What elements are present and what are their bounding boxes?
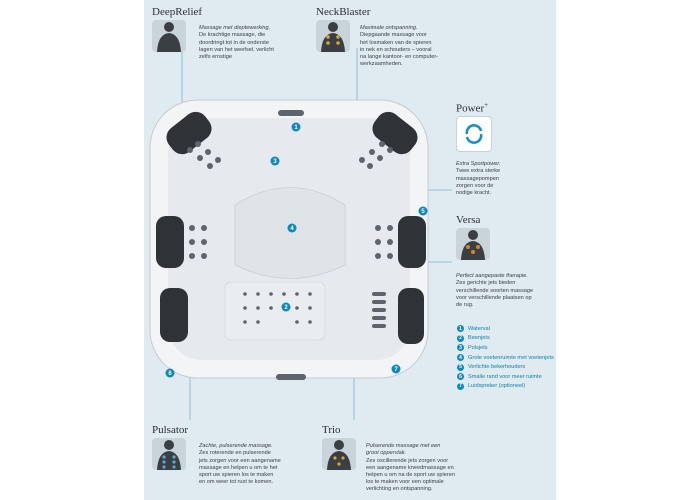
power-title-text: Power [456,102,485,115]
tub-marker-3: 3 [273,159,277,165]
versa-description: Perfect aangepaste therapie. Zes gericht… [456,266,556,309]
deeprelief-lead: Massage met dieptewerking. [199,25,271,32]
pulsator-description: Zachte, pulserende massage. Zes roterend… [199,436,311,486]
trio-back-icon [322,438,356,470]
power-lead: Extra Sportpower. [456,161,501,168]
legend-label: Waterval [468,325,490,332]
legend-label: Beenjets [468,335,490,342]
footwell [234,187,346,279]
deeprelief-text: De krachtige massage, die doordringt tot… [199,32,274,61]
neckblaster-lead: Maximale ontspanning. [360,25,418,32]
tub-marker-4: 4 [290,226,294,232]
legend-number: 7 [457,382,464,390]
versa-back-icon [456,228,490,260]
legend-item: 4 Grote voetenruimte met voetenjets [457,353,557,363]
pulsator-back-icon [152,438,186,470]
trio-lead: Pulserende massage met een groot oppervl… [366,443,441,457]
tub-marker-2: 2 [284,305,288,311]
neckblaster-title: NeckBlaster [316,6,371,18]
lounger-seat [224,281,326,341]
legend-number: 4 [457,354,464,362]
power-text: Twee extra sterke massagepompen zorgen v… [456,168,501,197]
legend-item: 5 Verlichte bekerhouders [457,362,557,372]
deeprelief-back-icon [152,20,186,52]
neckblaster-back-icon [316,20,350,52]
tub-marker-6: 6 [168,371,172,377]
deeprelief-title: DeepRelief [152,6,203,18]
power-title: Power+ [456,101,488,115]
versa-text: Zes gerichte jets bieden verschillende s… [456,280,534,309]
feature-legend: 1 Waterval 2 Beenjets 3 Polsjets 4 Grote voe… [457,324,557,391]
pulsator-title: Pulsator [152,424,189,436]
power-description: Extra Sportpower. Twee extra sterke mass… [456,154,526,197]
tub-marker-7: 7 [394,367,398,373]
versa-lead: Perfect aangepaste therapie. [456,273,528,280]
legend-label: Verlichte bekerhouders [468,364,526,371]
power-icon [456,116,492,152]
tub-marker-1: 1 [294,125,298,131]
legend-number: 2 [457,334,464,342]
trio-description: Pulserende massage met een groot oppervl… [366,436,484,494]
legend-label: Grote voetenruimte met voetenjets [468,354,554,361]
neckblaster-text: Diepgaande massage voor het losmaken van… [360,32,439,68]
jets [187,110,393,380]
tub-marker-5: 5 [421,209,425,215]
legend-item: 2 Beenjets [457,334,557,344]
legend-item: 7 Luidspreker (optioneel) [457,382,557,392]
deeprelief-description: Massage met dieptewerking. De krachtige … [199,18,289,61]
pulsator-lead: Zachte, pulserende massage. [199,443,273,450]
legend-number: 6 [457,373,464,381]
legend-label: Polsjets [468,344,488,351]
legend-number: 1 [457,325,464,333]
legend-number: 3 [457,344,464,352]
legend-label: Luidspreker (optioneel) [468,383,526,390]
legend-item: 3 Polsjets [457,343,557,353]
tub-markers: 1 2 3 4 5 6 7 [165,122,428,378]
legend-label: Smalle rand voor meer ruimte [468,373,542,380]
headrests [156,111,426,344]
legend-item: 6 Smalle rand voor meer ruimte [457,372,557,382]
power-title-sup: + [484,101,489,109]
trio-title: Trio [322,424,341,436]
trio-text: Zes oscillerende jets zorgen voor een aa… [366,457,455,493]
neckblaster-description: Maximale ontspanning. Diepgaande massage… [360,18,450,68]
legend-item: 1 Waterval [457,324,557,334]
versa-title: Versa [456,214,481,226]
legend-number: 5 [457,363,464,371]
pulsator-text: Zes roterende en pulserende jets zorgen … [199,450,281,486]
